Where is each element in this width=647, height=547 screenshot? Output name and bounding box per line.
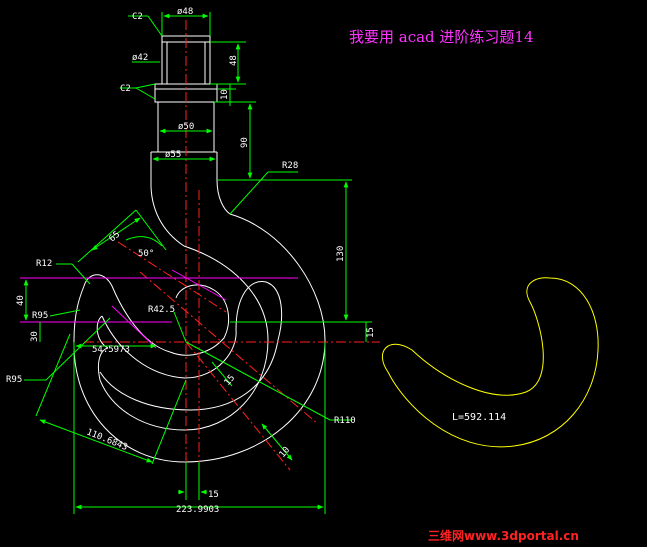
aux-lines [20, 269, 298, 349]
inner-arc [97, 245, 269, 431]
tip-inner [96, 315, 109, 349]
dim-r28: R28 [282, 161, 298, 171]
dim-r110: R110 [334, 416, 356, 426]
neck-left [150, 179, 185, 247]
dim-ang50: 50° [138, 249, 154, 259]
dim-h40: 40 [16, 295, 26, 306]
dim-h15r: 15 [366, 327, 376, 338]
dim-d15diag: 15 [223, 373, 238, 388]
dim-d48: ø48 [177, 7, 193, 17]
dimension-labels: C2 ø48 ø42 48 C2 10 ø50 90 ø55 R28 65 50… [6, 7, 376, 515]
dim-r12: R12 [36, 259, 52, 269]
centerlines [84, 20, 380, 500]
cutout-shape [382, 277, 599, 448]
dim-d55: ø55 [165, 150, 181, 160]
dim-h48: 48 [229, 55, 239, 66]
dim-w15: 15 [208, 490, 219, 500]
neck-right [216, 179, 231, 215]
dim-r95b: R95 [6, 375, 22, 385]
slot-top [235, 280, 283, 341]
dim-d1106843: 110.6843 [85, 428, 129, 454]
dim-d50: ø50 [178, 122, 194, 132]
dim-h130: 130 [336, 246, 346, 262]
dim-c2-mid: C2 [120, 84, 131, 94]
dim-r425: R42.5 [148, 305, 175, 315]
dim-r95a: R95 [32, 311, 48, 321]
outer-arc [73, 213, 326, 463]
dim-w2239903: 223.9903 [176, 505, 219, 515]
dim-h90: 90 [240, 137, 250, 148]
dim-d545973: 54.5973 [92, 345, 130, 355]
dim-h30: 30 [30, 331, 40, 342]
slot-inner-arc [99, 339, 279, 411]
tip-outer [83, 274, 171, 353]
dim-c2-top: C2 [132, 12, 143, 22]
site-watermark: 三维网www.3dportal.cn [428, 528, 579, 543]
dim-d42: ø42 [132, 53, 148, 63]
drawing-title: 我要用 acad 进阶练习题14 [349, 28, 534, 46]
dimension-lines [23, 12, 372, 514]
hook-throat [169, 284, 230, 356]
dim-h10: 10 [220, 89, 230, 100]
shape-length-label: L=592.114 [452, 412, 506, 423]
